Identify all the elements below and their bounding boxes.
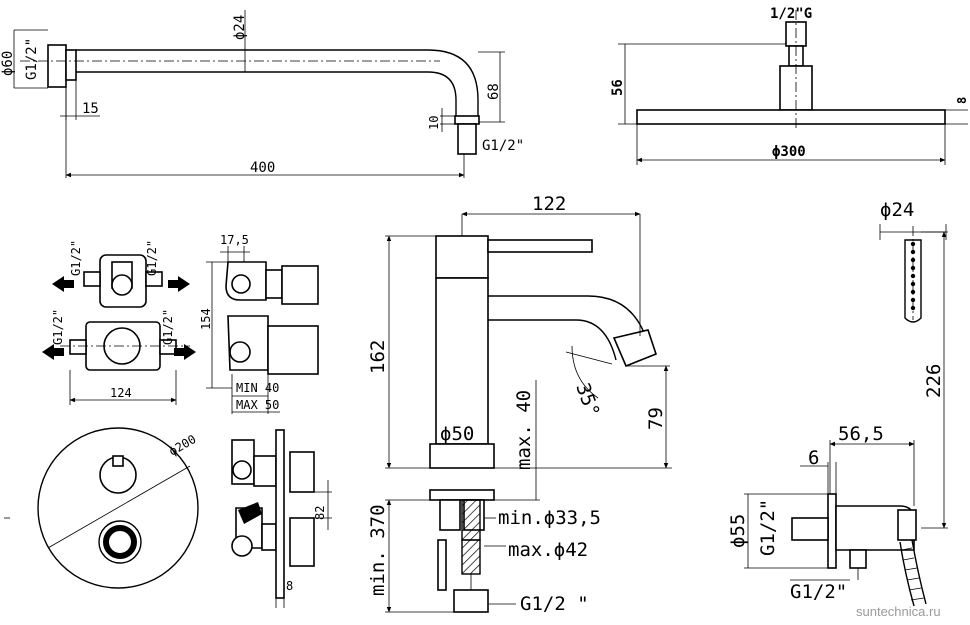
dim-drop-68: 68 — [486, 83, 502, 100]
dim-mixer-width: 124 — [110, 386, 132, 400]
hand-shower-nozzles — [910, 241, 916, 311]
dim-hose-thread: G1/2 " — [520, 593, 589, 615]
tap-hose-nut — [453, 589, 489, 613]
outlet-thread — [457, 123, 477, 155]
tap-aerator — [612, 329, 657, 368]
mixer-plate-side-view: 82 8 — [231, 429, 332, 608]
basin-tap-view: 122 162 ϕ50 max. 40 79 35° min. 370 min.… — [367, 193, 672, 615]
dim-tap-height: 162 — [367, 340, 389, 374]
dim-length-400: 400 — [250, 160, 275, 176]
inlet-arrow-right-bottom — [174, 344, 196, 360]
watermark: suntechnica.ru — [856, 604, 941, 619]
dim-spout-angle: 35° — [571, 380, 603, 420]
head-plate — [636, 109, 946, 125]
tap-body — [435, 277, 489, 445]
plate-side-lower-knob — [289, 517, 315, 567]
tap-lever-hub — [435, 235, 489, 279]
tap-washer — [429, 489, 495, 501]
dim-hose-length: min. 370 — [367, 504, 389, 596]
dim-hose-thread-hand: G1/2" — [790, 581, 847, 603]
dim-nut-10: 10 — [427, 116, 441, 130]
dim-head-thickness: 8 — [955, 97, 969, 104]
dim-head-height: 56 — [610, 79, 626, 96]
side-upper-cartridge — [281, 265, 319, 305]
dim-side-height: 154 — [199, 308, 213, 330]
dim-hand-reach: 56,5 — [838, 423, 884, 445]
plate-side-lever — [238, 502, 262, 524]
wall-outlet-flange — [827, 493, 837, 569]
dim-pipe-dia: ϕ24 — [232, 15, 248, 40]
dim-flange-dia: ϕ55 — [727, 514, 749, 548]
arm-pipe — [76, 49, 479, 118]
thermostat-knob-inner — [103, 525, 137, 559]
hand-shower-handle — [904, 239, 922, 323]
dim-hole-max-text: max.ϕ42 — [508, 539, 588, 561]
mixer-body-view: G1/2" G1/2" G1/2" G1/2" 124 — [42, 240, 196, 405]
wall-outlet-thread — [791, 517, 829, 541]
side-lower-cartridge — [267, 325, 319, 375]
dim-max-deck: max. 40 — [513, 390, 535, 470]
tap-lever-handle — [487, 239, 593, 253]
mixer-thread-mid-left: G1/2" — [51, 309, 65, 345]
dim-hand-length: 226 — [923, 364, 945, 398]
tap-hose-lower — [461, 539, 481, 575]
shower-head-view: 1/2"G 56 8 ϕ300 — [610, 6, 969, 165]
mixer-thread-top-left: G1/2" — [69, 240, 83, 276]
dim-body-dia: ϕ50 — [440, 423, 474, 445]
dim-side-min: MIN 40 — [236, 381, 279, 395]
dim-offset-15: 15 — [82, 101, 99, 117]
plate-side-upper-knob — [289, 451, 315, 493]
dim-thread-outlet: G1/2" — [482, 138, 524, 154]
dim-spout-height: 79 — [645, 407, 667, 430]
mixer-thread-top-right: G1/2" — [145, 240, 159, 276]
dim-plate-thickness: 8 — [286, 579, 293, 593]
dim-plate-dia: ϕ200 — [167, 432, 199, 459]
outlet-nut — [454, 115, 480, 125]
dim-flange-depth: 6 — [808, 447, 819, 469]
shower-arm-view: ϕ60 G1/2" ϕ24 15 68 10 G1/2" 400 — [0, 10, 524, 178]
tap-base — [429, 443, 495, 469]
dim-plate-spacing: 82 — [313, 506, 327, 520]
dim-spout-reach: 122 — [532, 193, 566, 215]
inlet-arrow-right-top — [168, 276, 190, 292]
hand-shower-view: ϕ24 226 56,5 6 ϕ55 G1/2" G1/2" — [727, 199, 948, 607]
dim-side-depth-top: 17,5 — [220, 233, 249, 247]
dim-wall-thread: G1/2" — [757, 499, 779, 556]
dim-head-diameter: ϕ300 — [772, 144, 806, 160]
dim-head-thread: 1/2"G — [770, 6, 812, 22]
dim-flange-dia: ϕ60 — [0, 51, 16, 76]
cover-plate-circle — [37, 427, 199, 589]
wall-flange — [47, 44, 67, 88]
side-lower-body — [227, 315, 269, 371]
cover-plate-view: ϕ200 — [4, 427, 199, 589]
cover-plate-edge — [275, 429, 285, 599]
outlet-arrow-left-top — [52, 276, 74, 292]
outlet-arrow-left-bottom — [42, 344, 64, 360]
tap-hose-upper — [461, 499, 481, 541]
dim-thread-left: G1/2" — [24, 38, 40, 80]
hose-connector — [849, 549, 867, 569]
dim-hand-dia: ϕ24 — [880, 199, 914, 221]
dim-side-max: MAX 50 — [236, 398, 279, 412]
dim-hole-min: min.ϕ33,5 — [498, 507, 601, 529]
mixer-thread-mid-right: G1/2" — [161, 309, 175, 345]
arm-collar — [65, 49, 77, 81]
mixer-side-view: 17,5 154 MIN 40 MAX 50 — [199, 233, 319, 414]
thermostat-knob-outer — [98, 520, 142, 564]
